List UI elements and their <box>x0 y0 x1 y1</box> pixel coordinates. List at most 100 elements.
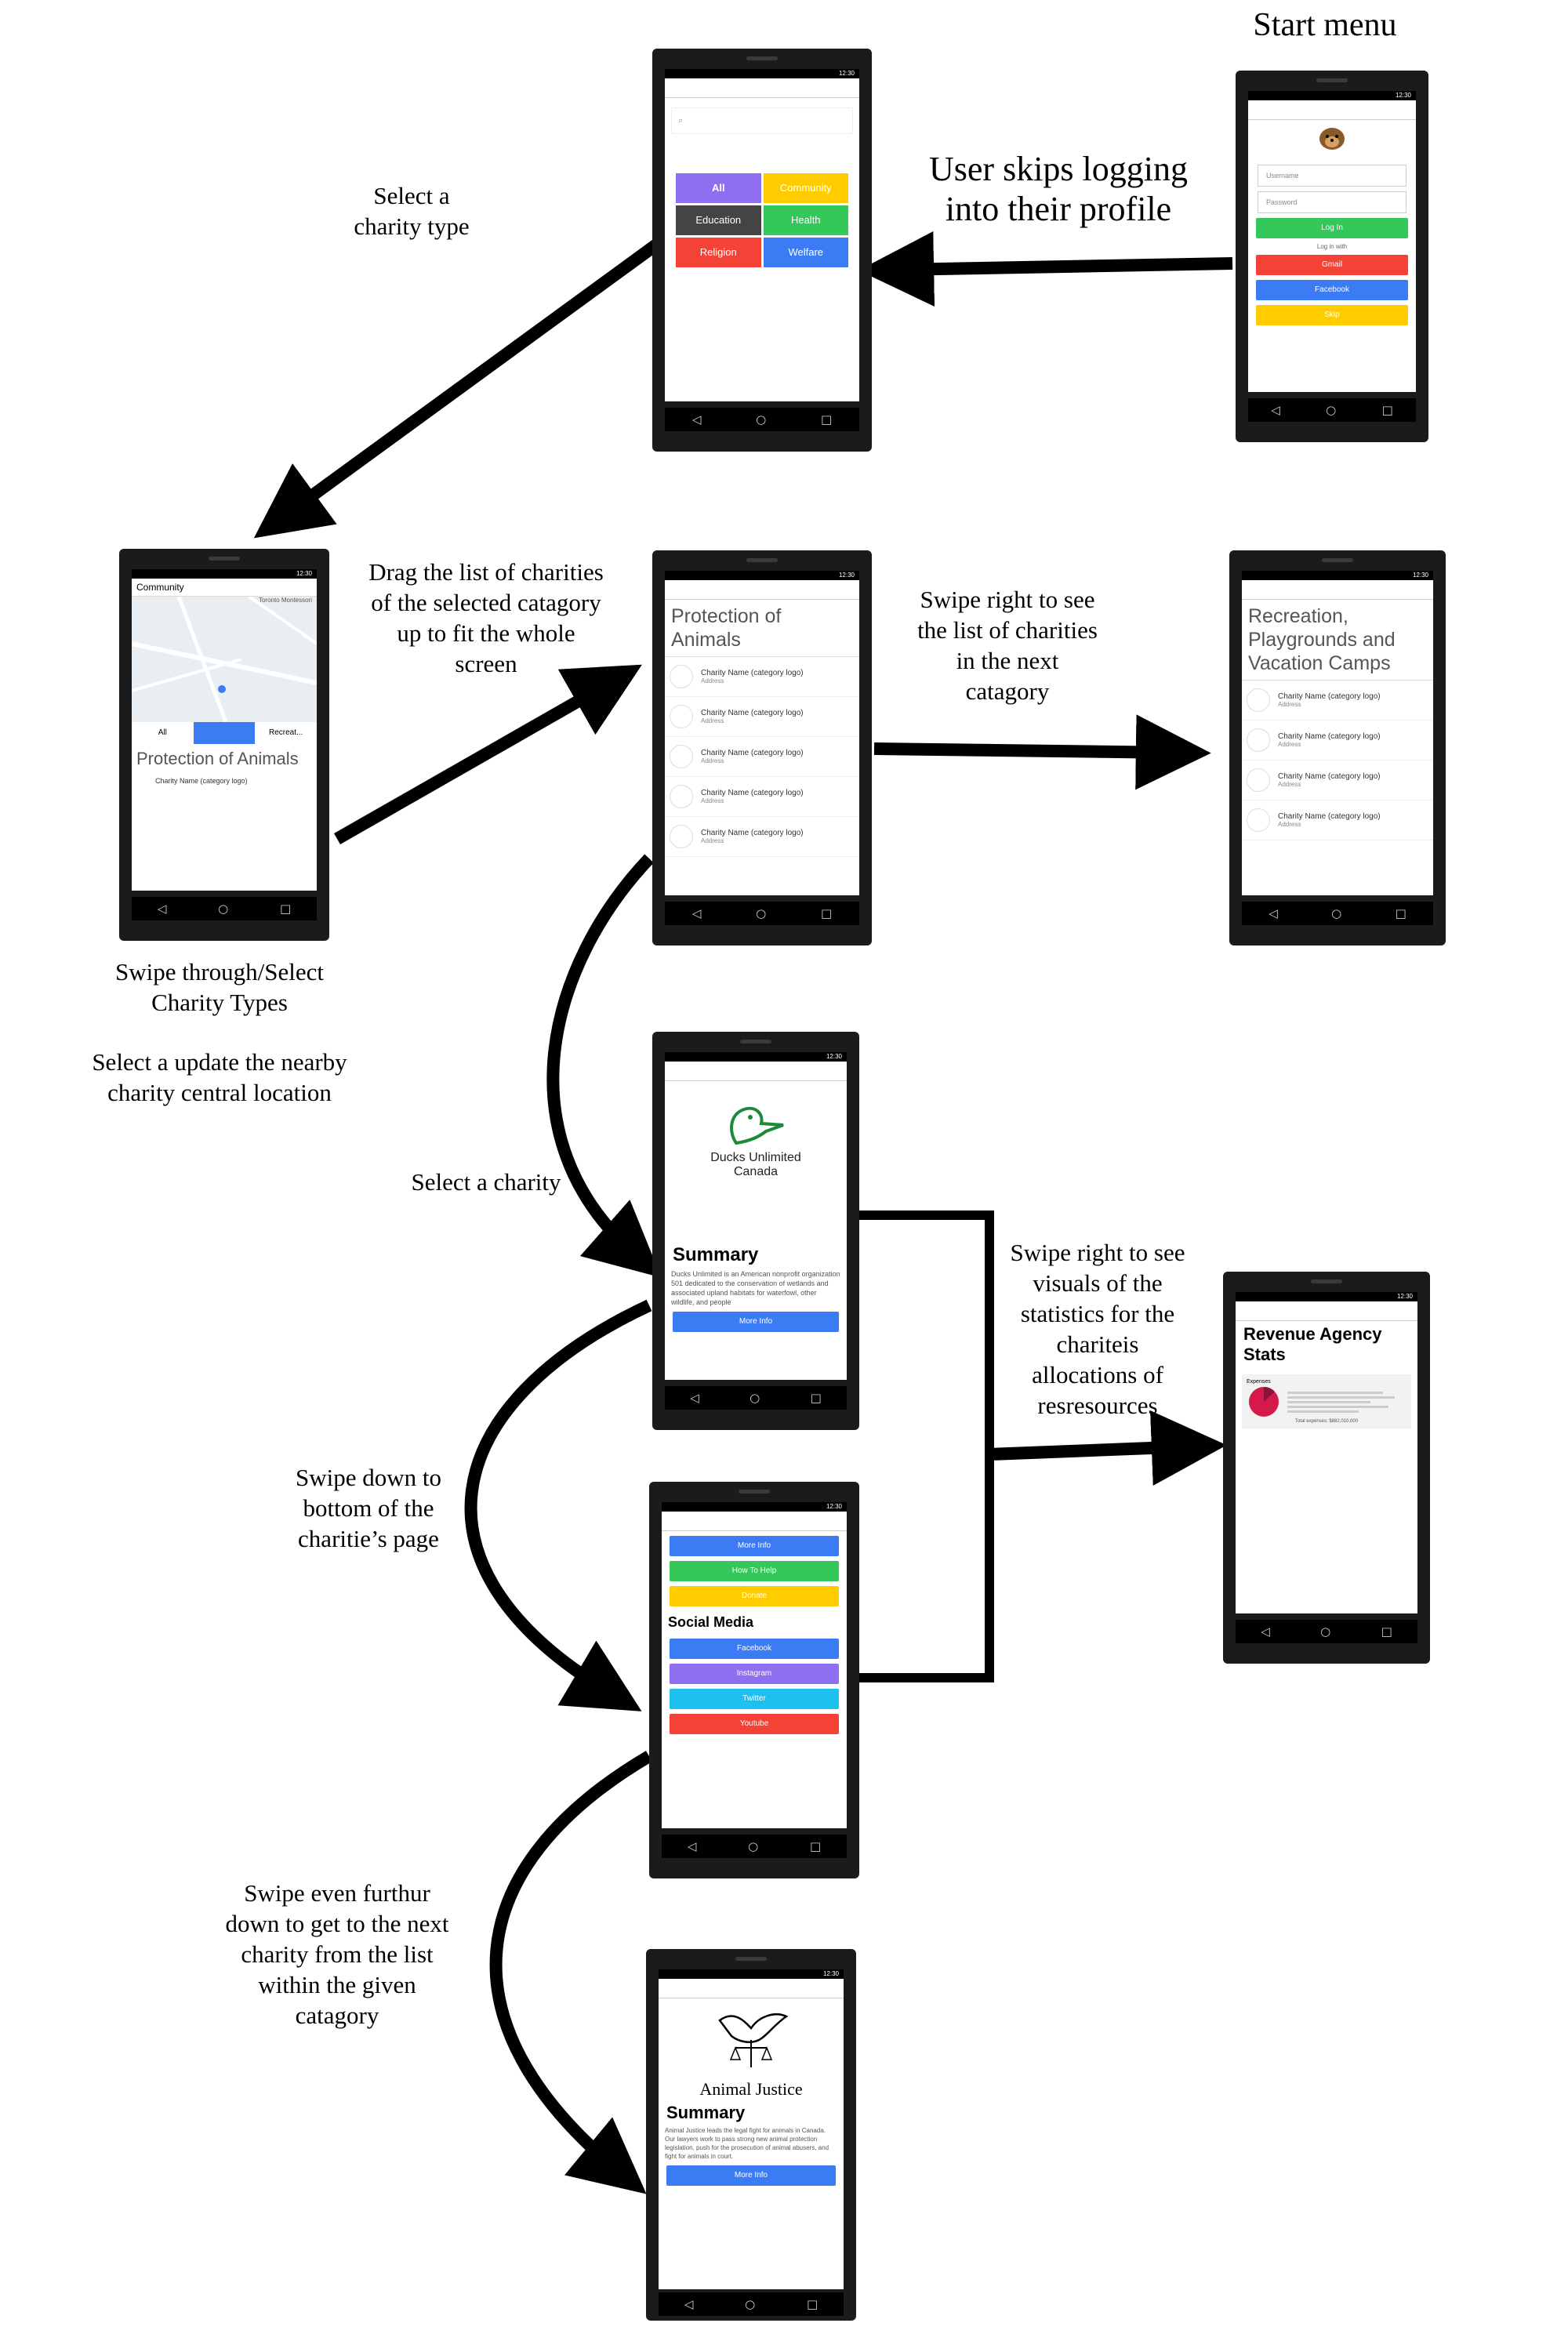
charity-logo <box>670 665 693 688</box>
charity-name: Charity Name (category logo) <box>1278 692 1381 701</box>
back-icon[interactable]: ◁ <box>691 906 702 920</box>
charity-address: Address <box>701 717 724 724</box>
category-title: Protection of Animals <box>136 749 299 768</box>
charity-logo <box>1247 768 1270 792</box>
back-icon[interactable]: ◁ <box>687 1839 697 1853</box>
list-item[interactable]: Charity Name (category logo)Address <box>665 657 859 697</box>
tab-all[interactable]: All <box>158 728 167 737</box>
nav-bar: ◁ ○ □ <box>1242 902 1433 925</box>
arrow-drag-list <box>334 664 642 844</box>
skip-button[interactable]: Skip <box>1256 305 1408 325</box>
recent-apps-icon[interactable]: □ <box>1381 403 1393 417</box>
category-religion[interactable]: Religion <box>676 238 761 267</box>
map-roads <box>132 595 317 723</box>
status-bar: 12:30 <box>1236 1292 1417 1301</box>
expenses-pie-chart <box>1249 1386 1279 1417</box>
category-health[interactable]: Health <box>763 205 848 235</box>
recent-apps-icon[interactable]: □ <box>820 906 833 920</box>
list-item[interactable]: Charity Name (category logo)Address <box>665 737 859 777</box>
list-item[interactable]: Charity Name (category logo)Address <box>665 817 859 857</box>
instagram-button[interactable]: Instagram <box>670 1664 839 1684</box>
password-field[interactable]: Password <box>1258 191 1406 213</box>
phone-list-recreation: 12:30 Recreation, Playgrounds and Vacati… <box>1229 550 1446 946</box>
facebook-button[interactable]: Facebook <box>1256 280 1408 300</box>
logo-line-2: Canada <box>733 1165 779 1178</box>
charity-logo <box>1247 728 1270 752</box>
more-info-button[interactable]: More Info <box>670 1536 839 1556</box>
home-icon[interactable]: ○ <box>1320 1624 1331 1639</box>
map-view[interactable]: Toronto Montessori <box>132 595 317 723</box>
summary-text: Animal Justice leads the legal fight for… <box>665 2127 829 2160</box>
caption-swipe-down: Swipe down to bottom of the charitie’s p… <box>296 1464 441 1552</box>
category-welfare[interactable]: Welfare <box>763 238 848 267</box>
category-education[interactable]: Education <box>676 205 761 235</box>
category-grid: All Community Education Health Religion … <box>676 173 848 267</box>
home-icon[interactable]: ○ <box>1331 906 1342 920</box>
back-icon[interactable]: ◁ <box>1271 403 1280 417</box>
back-icon[interactable]: ◁ <box>690 1391 699 1405</box>
stats-card: Expenses Total expenses: $882,010,000 <box>1242 1374 1411 1428</box>
home-icon[interactable]: ○ <box>748 1839 759 1853</box>
stats-screen: 12:30 Revenue Agency Stats Expenses Tota… <box>1236 1292 1417 1613</box>
charity-name: Charity Name (category logo) <box>701 669 804 677</box>
charity-address: Address <box>701 677 724 684</box>
justice-screen: 12:30 Animal Justice Summary Animal Just… <box>659 1969 844 2289</box>
home-icon[interactable]: ○ <box>745 2297 756 2311</box>
gmail-button[interactable]: Gmail <box>1256 255 1408 275</box>
username-field[interactable]: Username <box>1258 165 1406 187</box>
donate-button[interactable]: Donate <box>670 1586 839 1606</box>
facebook-button[interactable]: Facebook <box>670 1639 839 1659</box>
charity-name: Charity Name (category logo) <box>1278 812 1381 821</box>
list-item[interactable]: Charity Name (category logo)Address <box>1242 800 1433 840</box>
more-info-button[interactable]: More Info <box>666 2165 836 2186</box>
arrow-bracket <box>856 1210 994 1682</box>
youtube-button[interactable]: Youtube <box>670 1714 839 1734</box>
ducks-screen: 12:30 Ducks Unlimited Canada Summary Duc… <box>665 1052 847 1380</box>
list-title: Recreation, Playgrounds and Vacation Cam… <box>1242 600 1433 681</box>
category-all[interactable]: All <box>676 173 761 203</box>
recent-apps-icon[interactable]: □ <box>279 902 292 916</box>
login-button[interactable]: Log In <box>1256 218 1408 238</box>
back-icon[interactable]: ◁ <box>1269 906 1278 920</box>
home-icon[interactable]: ○ <box>218 902 229 916</box>
back-icon[interactable]: ◁ <box>691 412 702 426</box>
recent-apps-icon[interactable]: □ <box>1395 906 1406 920</box>
more-info-button[interactable]: More Info <box>673 1312 839 1332</box>
recent-apps-icon[interactable]: □ <box>806 2297 818 2311</box>
caption-swipe-through: Swipe through/Select Charity Types <box>114 958 325 1016</box>
recent-apps-icon[interactable]: □ <box>1381 1624 1392 1639</box>
chart-label: Expenses <box>1247 1379 1271 1385</box>
otter-logo <box>1248 120 1416 160</box>
how-to-help-button[interactable]: How To Help <box>670 1561 839 1581</box>
recent-apps-icon[interactable]: □ <box>810 1391 822 1405</box>
login-screen: 12:30 Username Password Log In Log in wi… <box>1248 91 1416 392</box>
search-input[interactable]: ⌕ <box>671 107 853 134</box>
charity-address: Address <box>1278 821 1301 828</box>
category-community[interactable]: Community <box>763 173 848 203</box>
list-item[interactable]: Charity Name (category logo)Address <box>665 777 859 817</box>
back-icon[interactable]: ◁ <box>157 902 167 916</box>
home-icon[interactable]: ○ <box>1326 403 1337 417</box>
back-icon[interactable]: ◁ <box>1261 1624 1270 1639</box>
recent-apps-icon[interactable]: □ <box>809 1839 822 1853</box>
list-item[interactable]: Charity Name (category logo)Address <box>1242 720 1433 760</box>
list-item[interactable]: Charity Name (category logo)Address <box>1242 681 1433 720</box>
caption-drag-list: Drag the list of charities of the select… <box>368 558 604 677</box>
arrow-swipe-further <box>489 1751 653 2194</box>
home-icon[interactable]: ○ <box>756 906 767 920</box>
charity-logo <box>1247 688 1270 712</box>
tab-community[interactable] <box>193 722 256 744</box>
list-item[interactable]: Charity Name (category logo) <box>155 777 248 785</box>
home-icon[interactable]: ○ <box>756 412 767 426</box>
twitter-button[interactable]: Twitter <box>670 1689 839 1709</box>
home-icon[interactable]: ○ <box>750 1391 760 1405</box>
arrow-select-type <box>253 238 662 539</box>
list-item[interactable]: Charity Name (category logo)Address <box>665 697 859 737</box>
charity-name: Charity Name (category logo) <box>1278 772 1381 781</box>
recent-apps-icon[interactable]: □ <box>820 412 833 426</box>
back-icon[interactable]: ◁ <box>684 2297 694 2311</box>
tab-recreation[interactable]: Recreat... <box>269 728 303 737</box>
legend-lines <box>1287 1389 1406 1415</box>
charity-name: Charity Name (category logo) <box>701 789 804 797</box>
list-item[interactable]: Charity Name (category logo)Address <box>1242 760 1433 800</box>
